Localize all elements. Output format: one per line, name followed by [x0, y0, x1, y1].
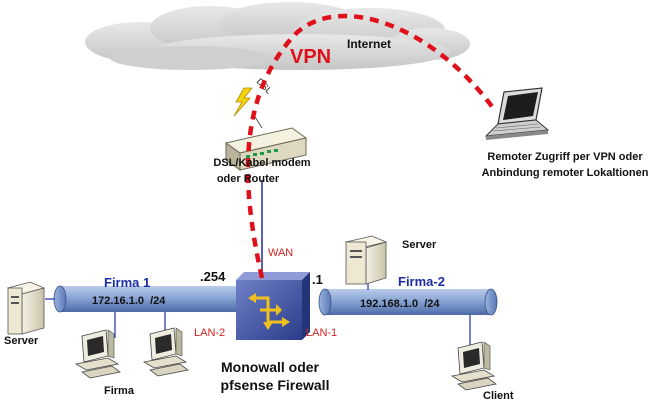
modem-label-line2: oder Router [217, 173, 280, 185]
lightning-icon [233, 87, 263, 129]
workstation-left-icon [74, 329, 121, 379]
lan1-port-label: LAN-1 [306, 327, 337, 339]
server-right-label: Server [402, 239, 437, 251]
laptop-icon [484, 87, 550, 140]
client-label: Client [483, 390, 514, 402]
wan-port-label: WAN [268, 247, 293, 259]
network-right-name: Firma-2 [398, 274, 445, 289]
firewall-ip-left: .254 [200, 269, 226, 284]
internet-cloud [85, 2, 470, 70]
network-right-subnet: 192.168.1.0 /24 [360, 298, 440, 310]
vpn-tunnel [245, 13, 498, 279]
network-left-subnet: 172.16.1.0 /24 [92, 295, 166, 307]
workstation-middle-icon [142, 327, 189, 377]
dsl-modem-icon [224, 127, 308, 171]
server-right-icon [344, 235, 388, 285]
firewall-device [236, 272, 310, 340]
internet-label: Internet [347, 37, 391, 51]
modem-label-line1: DSL/Kabel modem [213, 157, 310, 169]
server-left-label: Server [4, 335, 39, 347]
remote-label-line1: Remoter Zugriff per VPN oder [487, 151, 643, 163]
vpn-label: VPN [290, 46, 331, 68]
server-left-icon [6, 281, 46, 335]
workstation-client-icon [450, 341, 497, 391]
firma-label: Firma [104, 385, 135, 397]
firewall-ip-right: .1 [312, 272, 323, 287]
remote-label-line2: Anbindung remoter Lokaltionen [482, 167, 649, 179]
network-pipe-right [318, 288, 498, 316]
network-left-name: Firma 1 [104, 275, 150, 290]
firewall-label-line1: Monowall oder [221, 359, 320, 375]
lan2-port-label: LAN-2 [194, 327, 225, 339]
firewall-label-line2: pfsense Firewall [221, 377, 330, 393]
